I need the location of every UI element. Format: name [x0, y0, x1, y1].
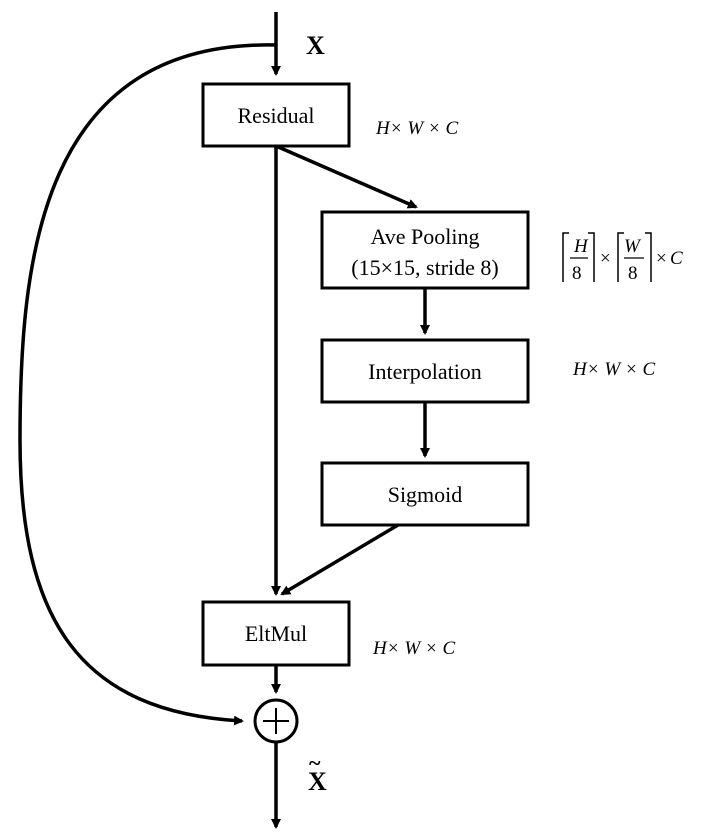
output-x-tilde: ~	[309, 750, 321, 775]
interpolation-label: Interpolation	[368, 359, 482, 384]
svg-text:H× W × C: H× W × C	[372, 638, 455, 659]
svg-text:H× W × C: H× W × C	[375, 118, 458, 139]
svg-text:8: 8	[628, 263, 638, 284]
svg-text:W: W	[624, 236, 642, 257]
svg-text:8: 8	[572, 263, 582, 284]
svg-text:C: C	[670, 248, 683, 269]
ave-pooling-label-line2: (15×15, stride 8)	[351, 255, 498, 280]
sigmoid-label: Sigmoid	[388, 482, 463, 507]
svg-text:×: ×	[600, 248, 611, 269]
residual-to-pooling-arrow	[275, 144, 418, 209]
sigmoid-to-eltmul-arrow	[280, 523, 399, 596]
eltmul-dims: H× W × C	[372, 638, 455, 659]
ave-pooling-label-line1: Ave Pooling	[371, 224, 480, 249]
pooled-dims: H 8 × W 8 × C	[562, 232, 683, 284]
eltmul-label: EltMul	[245, 621, 307, 646]
skip-connection	[18, 43, 277, 726]
interpolation-box	[320, 338, 530, 404]
svg-text:×: ×	[656, 248, 667, 269]
residual-box	[201, 82, 351, 148]
eltmul-box	[201, 600, 351, 667]
sigmoid-box	[320, 461, 530, 527]
svg-text:H: H	[573, 236, 589, 257]
ave-pooling-box	[320, 210, 530, 290]
interpolation-dims: H× W × C	[572, 359, 655, 380]
residual-dims: H× W × C	[375, 118, 458, 139]
svg-text:H× W × C: H× W × C	[572, 359, 655, 380]
output-x-label: X	[308, 767, 327, 796]
residual-label: Residual	[238, 103, 315, 128]
input-x-label: X	[306, 31, 325, 60]
